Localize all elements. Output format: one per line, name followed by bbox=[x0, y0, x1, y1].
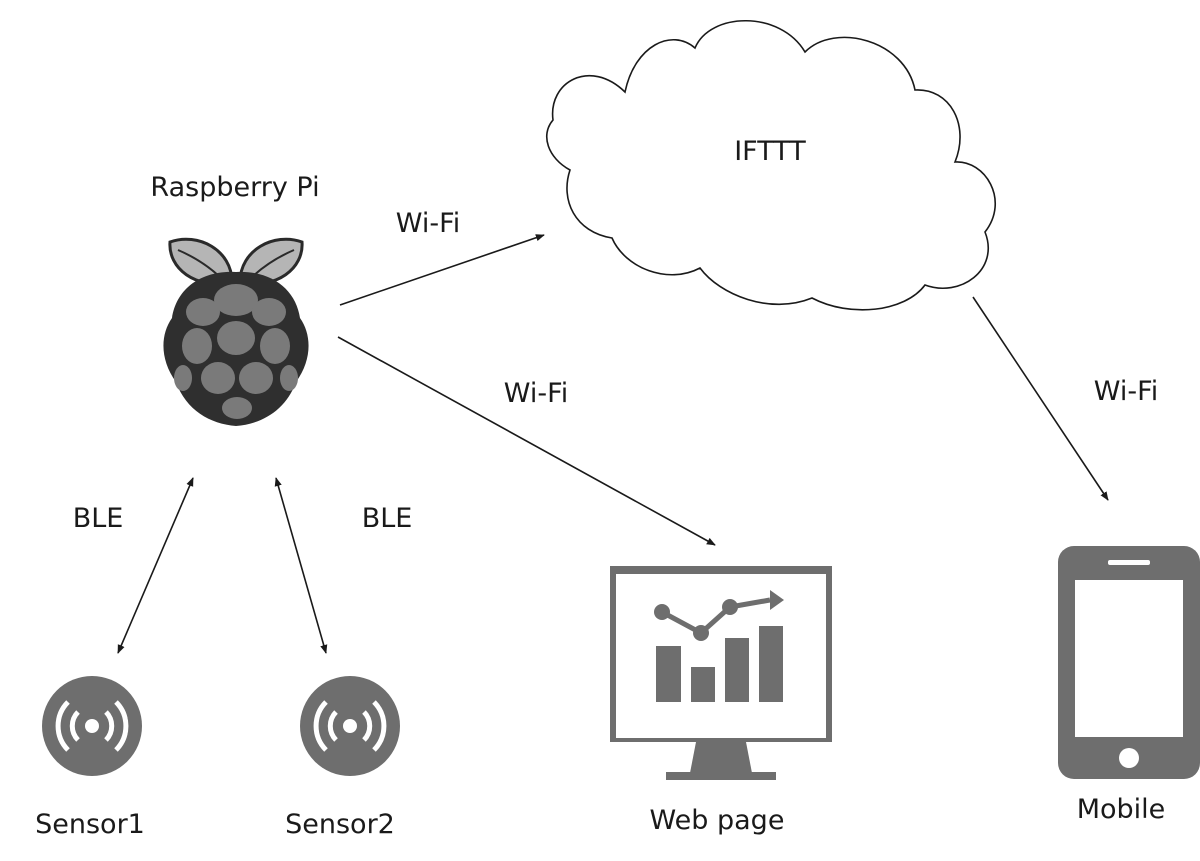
smartphone-icon bbox=[1058, 546, 1200, 779]
web-page-label: Web page bbox=[650, 805, 785, 836]
edge-pi-web-label: Wi-Fi bbox=[504, 378, 568, 409]
raspberry-pi-label: Raspberry Pi bbox=[150, 172, 319, 203]
mobile-label: Mobile bbox=[1077, 794, 1166, 825]
edge-pi-sensor2-label: BLE bbox=[362, 503, 413, 534]
monitor-chart-icon bbox=[610, 566, 832, 780]
edge-pi-sensor2 bbox=[274, 477, 328, 654]
edge-ifttt-mobile-label: Wi-Fi bbox=[1094, 376, 1158, 407]
edge-pi-sensor1-label: BLE bbox=[73, 503, 124, 534]
ifttt-label: IFTTT bbox=[734, 136, 806, 167]
raspberry-pi-logo-icon bbox=[163, 237, 309, 426]
wireless-sensor-icon bbox=[300, 676, 400, 776]
sensor2-label: Sensor2 bbox=[285, 809, 395, 840]
sensor1-label: Sensor1 bbox=[35, 809, 145, 840]
cloud-icon bbox=[545, 20, 997, 311]
edge-pi-sensor1 bbox=[117, 477, 194, 654]
wireless-sensor-icon bbox=[42, 676, 142, 776]
edge-pi-ifttt-label: Wi-Fi bbox=[396, 208, 460, 239]
edge-ifttt-to-mobile bbox=[972, 296, 1109, 501]
edge-pi-to-web-page bbox=[337, 336, 716, 546]
edge-pi-to-ifttt bbox=[339, 234, 545, 306]
